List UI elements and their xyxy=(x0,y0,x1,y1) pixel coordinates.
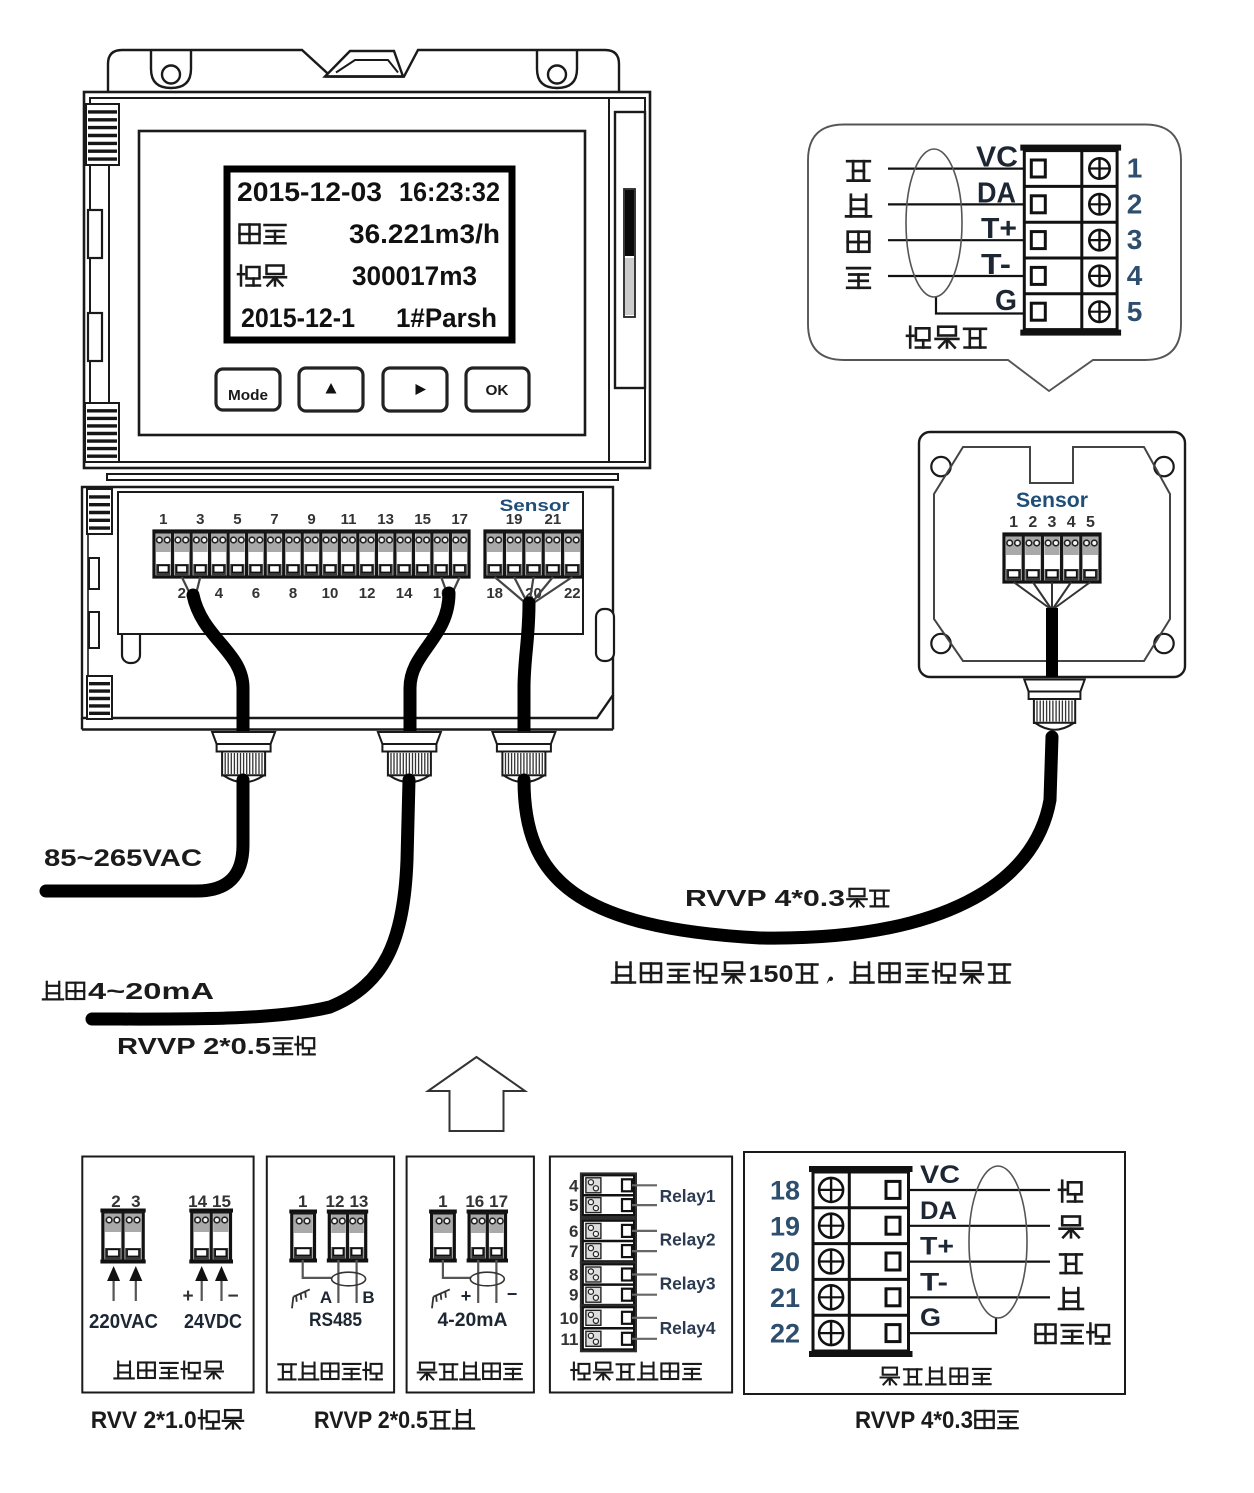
svg-text:15: 15 xyxy=(414,511,431,528)
svg-text:RVVP 4*0.3: RVVP 4*0.3 xyxy=(685,885,845,911)
svg-text:1: 1 xyxy=(438,1192,447,1211)
svg-text:5: 5 xyxy=(569,1196,578,1215)
svg-text:Relay3: Relay3 xyxy=(660,1273,716,1293)
svg-text:T-: T- xyxy=(981,249,1011,281)
svg-text:2: 2 xyxy=(111,1192,120,1211)
svg-text:4: 4 xyxy=(215,585,224,602)
svg-text:Relay2: Relay2 xyxy=(660,1230,716,1250)
svg-text:9: 9 xyxy=(307,511,315,528)
svg-text:8: 8 xyxy=(289,585,297,602)
svg-text:7: 7 xyxy=(569,1242,578,1261)
svg-text:+: + xyxy=(461,1286,472,1306)
svg-text:19: 19 xyxy=(506,511,523,528)
svg-text:2: 2 xyxy=(1127,188,1143,219)
svg-text:10: 10 xyxy=(560,1309,579,1328)
svg-text:85~265VAC: 85~265VAC xyxy=(44,845,202,872)
svg-text:OK: OK xyxy=(486,383,510,399)
svg-text:16:23:32: 16:23:32 xyxy=(399,177,500,207)
svg-text:Relay4: Relay4 xyxy=(660,1318,716,1338)
svg-text:−: − xyxy=(227,1286,238,1307)
svg-text:21: 21 xyxy=(770,1283,800,1313)
svg-text:T+: T+ xyxy=(920,1233,954,1261)
svg-text:A: A xyxy=(320,1288,332,1307)
svg-text:4-20mA: 4-20mA xyxy=(438,1310,508,1331)
svg-text:1: 1 xyxy=(1009,514,1018,531)
svg-text:22: 22 xyxy=(564,585,581,602)
svg-text:3: 3 xyxy=(131,1192,140,1211)
svg-text:12: 12 xyxy=(326,1192,345,1211)
svg-text:+: + xyxy=(182,1286,193,1307)
svg-text:−: − xyxy=(507,1284,518,1304)
svg-text:12: 12 xyxy=(359,585,376,602)
svg-text:24VDC: 24VDC xyxy=(184,1311,242,1333)
svg-text:6: 6 xyxy=(569,1222,578,1241)
svg-text:36.221m3/h: 36.221m3/h xyxy=(349,219,500,249)
svg-text:17: 17 xyxy=(489,1192,508,1211)
svg-text:9: 9 xyxy=(569,1286,578,1305)
svg-text:B: B xyxy=(362,1288,374,1307)
svg-text:VC: VC xyxy=(976,142,1018,174)
svg-text:3: 3 xyxy=(1048,514,1057,531)
svg-text:Sensor: Sensor xyxy=(500,497,571,515)
svg-text:13: 13 xyxy=(349,1192,368,1211)
svg-text:17: 17 xyxy=(451,511,468,528)
svg-text:220VAC: 220VAC xyxy=(89,1311,158,1333)
svg-text:3: 3 xyxy=(196,511,204,528)
svg-text:20: 20 xyxy=(770,1247,800,1277)
svg-text:18: 18 xyxy=(486,585,503,602)
svg-text:4: 4 xyxy=(1067,514,1076,531)
svg-text:Relay1: Relay1 xyxy=(660,1186,716,1206)
svg-text:RVVP 2*0.5: RVVP 2*0.5 xyxy=(314,1407,428,1434)
svg-text:5: 5 xyxy=(233,511,241,528)
svg-text:DA: DA xyxy=(977,177,1016,209)
svg-text:18: 18 xyxy=(770,1176,800,1206)
svg-text:7: 7 xyxy=(270,511,278,528)
svg-text:11: 11 xyxy=(341,511,357,528)
svg-text:Mode: Mode xyxy=(228,388,268,404)
svg-text:T-: T- xyxy=(920,1268,948,1296)
svg-text:G: G xyxy=(920,1304,941,1332)
svg-text:RS485: RS485 xyxy=(309,1310,362,1331)
svg-text:11: 11 xyxy=(561,1330,579,1349)
svg-text:G: G xyxy=(995,285,1017,317)
svg-text:1: 1 xyxy=(298,1192,307,1211)
svg-text:19: 19 xyxy=(770,1211,800,1241)
svg-text:RVV 2*1.0: RVV 2*1.0 xyxy=(91,1407,197,1434)
svg-text:6: 6 xyxy=(252,585,260,602)
svg-text:DA: DA xyxy=(920,1197,957,1225)
svg-text:T+: T+ xyxy=(981,213,1017,245)
svg-text:2015-12-03: 2015-12-03 xyxy=(237,177,382,207)
svg-text:VC: VC xyxy=(920,1161,960,1189)
svg-text:1#Parsh: 1#Parsh xyxy=(396,303,497,333)
svg-text:4: 4 xyxy=(569,1176,579,1195)
svg-text:15: 15 xyxy=(212,1192,231,1211)
svg-text:14: 14 xyxy=(396,585,413,602)
svg-text:10: 10 xyxy=(322,585,339,602)
svg-text:1: 1 xyxy=(1127,153,1143,184)
svg-text:5: 5 xyxy=(1086,514,1095,531)
svg-text:4~20mA: 4~20mA xyxy=(88,978,214,1004)
svg-text:1: 1 xyxy=(159,511,167,528)
svg-text:22: 22 xyxy=(770,1319,800,1349)
svg-text:5: 5 xyxy=(1127,296,1143,327)
svg-text:3: 3 xyxy=(1127,224,1143,255)
svg-text:4: 4 xyxy=(1127,260,1143,291)
svg-text:16: 16 xyxy=(465,1192,484,1211)
svg-text:8: 8 xyxy=(569,1266,578,1285)
svg-text:2: 2 xyxy=(178,585,186,602)
svg-text:13: 13 xyxy=(377,511,394,528)
svg-text:Sensor: Sensor xyxy=(1016,489,1088,512)
svg-text:2: 2 xyxy=(1028,514,1037,531)
svg-text:RVVP 2*0.5: RVVP 2*0.5 xyxy=(117,1033,271,1059)
svg-text:RVVP 4*0.3: RVVP 4*0.3 xyxy=(855,1407,973,1434)
svg-text:21: 21 xyxy=(545,511,562,528)
svg-text:300017m3: 300017m3 xyxy=(352,261,477,291)
svg-text:2015-12-1: 2015-12-1 xyxy=(241,303,355,333)
svg-text:150: 150 xyxy=(749,961,794,988)
svg-text:14: 14 xyxy=(188,1192,207,1211)
